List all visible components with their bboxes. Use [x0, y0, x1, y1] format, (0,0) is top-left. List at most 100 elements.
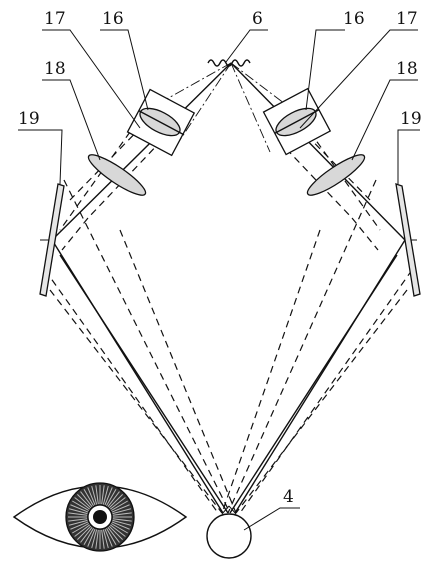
- pupil-icon: [93, 510, 107, 524]
- ray-paths: [40, 62, 417, 514]
- iris-ray: [68, 508, 88, 515]
- leader-right-17: [299, 29, 418, 129]
- right-collimator-housing: [262, 87, 332, 156]
- iris-ray: [111, 504, 130, 513]
- iris-ray: [72, 500, 89, 511]
- label-mirror-right: 19: [400, 109, 422, 129]
- iris-ray: [112, 518, 132, 522]
- right-field-lens: [306, 154, 366, 196]
- iris-ray: [95, 485, 99, 505]
- iris-ray: [68, 518, 88, 522]
- light-source: [207, 59, 251, 67]
- leader-right-19: [397, 129, 420, 184]
- ray-right-eye-3: [239, 269, 413, 514]
- iris-ray: [70, 504, 89, 513]
- ray-left-c: [59, 131, 131, 231]
- iris-ray: [112, 512, 132, 516]
- right-mirror-icon: [395, 183, 421, 297]
- iris-ray: [104, 487, 113, 506]
- left-lens-axis: [138, 110, 184, 135]
- left-assembly: [39, 88, 196, 297]
- label-source: 6: [252, 9, 263, 29]
- ray-cross-left: [119, 229, 237, 514]
- pupil-cross-2: [228, 505, 237, 515]
- iris-ray: [87, 528, 96, 547]
- iris-ray: [80, 527, 93, 543]
- eye-ball: [206, 505, 252, 559]
- iris-ray: [104, 528, 113, 547]
- iris-ray: [108, 525, 123, 540]
- iris-ray: [106, 528, 117, 545]
- iris-ray: [111, 500, 128, 511]
- iris-ray: [108, 494, 123, 509]
- iris-ray: [80, 491, 93, 507]
- left-field-lens-icon: [87, 154, 147, 196]
- iris-ray: [68, 512, 88, 516]
- leader-right-18: [351, 79, 418, 161]
- reference-labels: 6 16 17 18 19 16 17 18 19 4: [18, 9, 422, 507]
- iris-ray: [74, 524, 90, 537]
- leader-left-16: [100, 29, 149, 111]
- iris-ray: [70, 521, 89, 530]
- label-collimator-left: 16: [102, 9, 124, 29]
- iris-ray: [111, 521, 130, 530]
- iris-ray: [107, 491, 120, 507]
- ray-left-envelope: [51, 62, 232, 241]
- iris-ray: [102, 485, 109, 505]
- eyeball-icon: [206, 513, 252, 559]
- iris-ray: [91, 485, 98, 505]
- iris-ray: [91, 529, 98, 549]
- source-filament-icon: [207, 59, 251, 67]
- left-mirror-icon: [39, 183, 65, 297]
- pupil-cross-1: [221, 505, 230, 515]
- iris-ray: [83, 489, 94, 506]
- left-collimator-housing: [126, 88, 196, 157]
- ray-cross-right: [221, 229, 321, 514]
- iris-ray: [110, 524, 126, 537]
- leader-left-19: [18, 129, 63, 185]
- ray-right-fold: [351, 217, 379, 251]
- right-lens-axis: [274, 109, 320, 134]
- iris-ray: [110, 497, 126, 510]
- eye-front-view: [12, 482, 188, 552]
- ray-right-envelope: [230, 62, 406, 241]
- ray-right-eye-4: [227, 179, 377, 514]
- iris-ray: [95, 529, 99, 549]
- iris-ray: [107, 527, 120, 543]
- ray-right-b: [277, 139, 353, 219]
- leader-6: [225, 29, 268, 63]
- iris-ray: [77, 525, 92, 540]
- iris-ray: [83, 528, 94, 545]
- iris-ray: [101, 485, 105, 505]
- ray-right-eye-2: [229, 254, 398, 514]
- right-field-lens-icon: [306, 154, 366, 196]
- iris-ray: [111, 523, 128, 534]
- leader-right-16: [305, 29, 345, 111]
- label-mirror-left: 19: [18, 109, 40, 129]
- ray-left-eye-3: [44, 269, 219, 514]
- ray-right-eye-5: [235, 289, 408, 514]
- ray-source-right-lower: [230, 62, 271, 153]
- label-collimator-right: 16: [343, 9, 365, 29]
- ray-source-right-upper: [230, 62, 294, 111]
- iris-ray: [106, 489, 117, 506]
- ray-left-fold: [61, 217, 89, 251]
- label-field-lens-left: 18: [44, 59, 66, 79]
- iris-ray: [112, 519, 132, 526]
- right-assembly: [262, 87, 421, 297]
- label-lens-right: 17: [396, 9, 418, 29]
- iris-ray: [77, 494, 92, 509]
- ray-left-eye-2: [59, 254, 229, 514]
- iris-ray: [102, 529, 109, 549]
- leader-4: [243, 507, 300, 531]
- left-field-lens: [87, 154, 147, 196]
- leader-left-17: [42, 29, 141, 129]
- iris-ray: [101, 529, 105, 549]
- label-field-lens-right: 18: [396, 59, 418, 79]
- iris-ray: [72, 523, 89, 534]
- label-eye: 4: [283, 487, 294, 507]
- iris-ray: [112, 508, 132, 515]
- iris-ray: [68, 519, 88, 526]
